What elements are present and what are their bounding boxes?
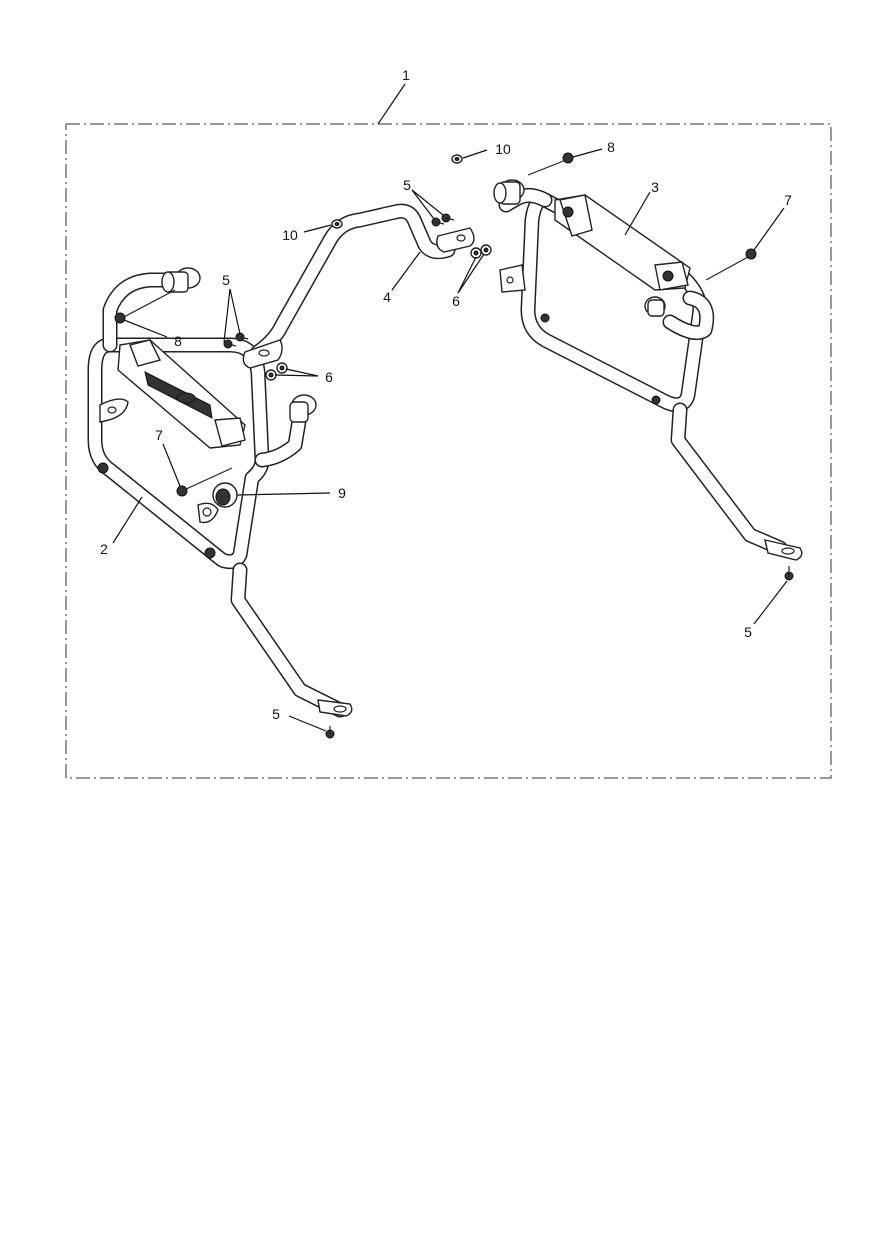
bolt-8-left: [114, 289, 176, 324]
bolts-5-left-pair: [223, 332, 249, 349]
left-frame-tabs: [97, 398, 353, 717]
bolts-5-center-pair: [431, 213, 455, 227]
leader-lines: [112, 83, 788, 732]
nuts-6-left: [265, 362, 288, 381]
callout-10-top: 10: [495, 141, 511, 157]
callout-7-right: 7: [784, 192, 792, 208]
bolt-5-bottom-left: [325, 726, 335, 739]
bolt-8-right: [527, 152, 574, 176]
callout-5-bottom-left: 5: [272, 706, 280, 722]
callout-2: 2: [100, 541, 108, 557]
washer-10-top: [451, 154, 463, 164]
left-rear-mount: [289, 394, 317, 423]
kit-boundary: [65, 123, 832, 779]
right-frame-tabs: [499, 264, 803, 561]
callout-6-left: 6: [325, 369, 333, 385]
left-cross-rail: [117, 339, 246, 449]
callout-6-center: 6: [452, 293, 460, 309]
bolt-7-left: [176, 467, 233, 497]
callout-9: 9: [338, 485, 346, 501]
callout-10-left: 10: [282, 227, 298, 243]
right-front-mount: [493, 179, 525, 205]
left-pannier-frame: [87, 272, 348, 718]
callout-5-left: 5: [222, 272, 230, 288]
left-front-mount: [161, 267, 201, 293]
grommet-9: [212, 482, 238, 508]
washer-10-left: [331, 219, 343, 229]
callout-7-left: 7: [155, 427, 163, 443]
right-rear-mount: [644, 296, 666, 317]
bolt-5-bottom-right: [784, 566, 794, 581]
callout-1: 1: [402, 67, 410, 83]
callout-8-left: 8: [174, 333, 182, 349]
callout-4: 4: [383, 289, 391, 305]
center-rack: [242, 203, 475, 369]
nuts-6-center: [470, 244, 492, 259]
callout-5-bottom-right: 5: [744, 624, 752, 640]
callout-3: 3: [651, 179, 659, 195]
callout-8-right: 8: [607, 139, 615, 155]
bolt-7-right: [705, 248, 757, 281]
callout-5-center: 5: [403, 177, 411, 193]
right-cross-rail: [554, 194, 691, 291]
